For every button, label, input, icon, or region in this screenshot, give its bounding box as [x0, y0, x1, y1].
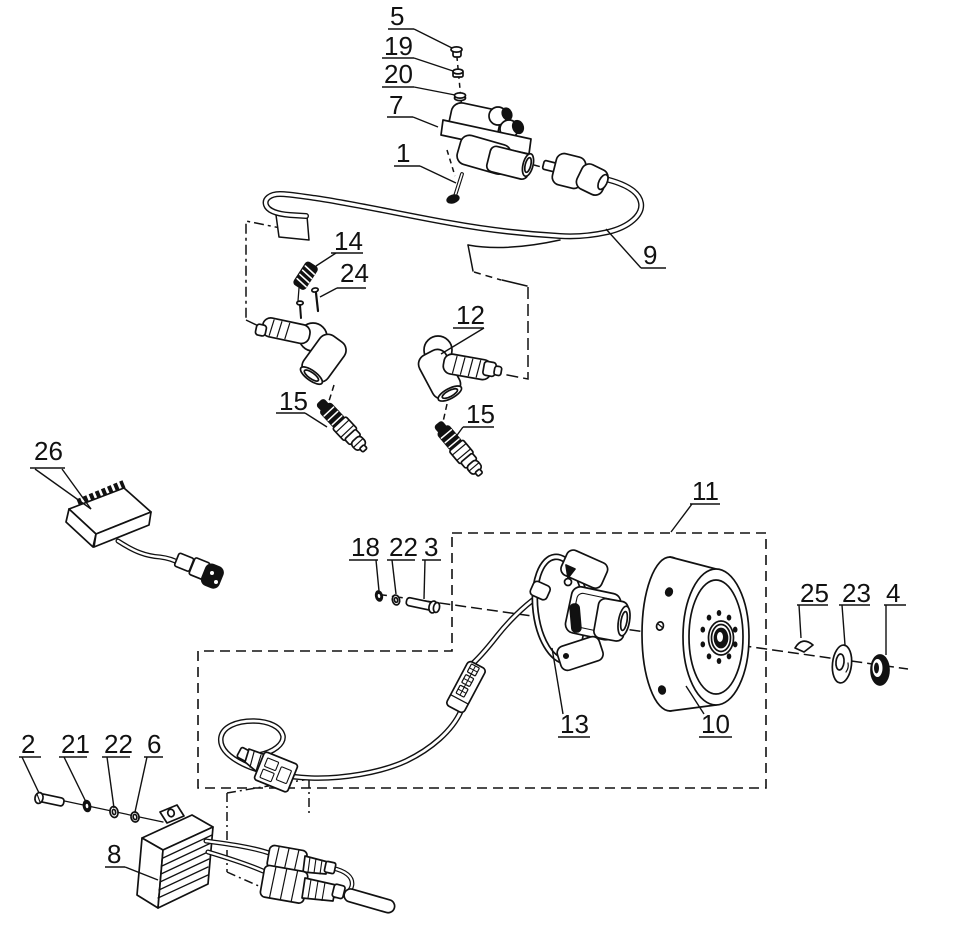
label-leader-line	[21, 756, 40, 794]
label-leader-line	[419, 165, 457, 184]
label-leader-line	[391, 559, 397, 595]
label-leader-line	[413, 86, 456, 96]
part-screw-1	[446, 172, 464, 204]
part-connector-upper	[266, 844, 337, 875]
part-number-label: 15	[466, 399, 495, 429]
part-pin	[295, 300, 305, 319]
part-stator-13	[529, 549, 631, 672]
part-flywheel-10	[641, 556, 750, 712]
part-cdi-unit-26	[65, 480, 224, 589]
label-leader-line	[106, 756, 115, 809]
part-number-label: 11	[692, 476, 719, 506]
label-leader-line	[319, 287, 338, 298]
label-leader-line	[61, 468, 92, 510]
part-spring-14	[293, 261, 318, 302]
part-bolt-2	[34, 791, 65, 807]
part-number-label: 4	[886, 578, 900, 608]
label-leader-line	[841, 604, 846, 646]
harness-section-flag-right	[467, 244, 528, 287]
part-number-label: 13	[560, 709, 589, 739]
part-nut-4	[870, 654, 890, 686]
label-leader-line	[423, 559, 426, 600]
part-bolt-3	[405, 596, 441, 614]
label-leader-line	[685, 685, 705, 715]
part-number-label: 24	[340, 258, 369, 288]
part-key-25	[794, 640, 814, 653]
ignition-lead-wire	[262, 175, 645, 287]
part-washer-23	[831, 644, 853, 684]
label-leader-line	[412, 116, 439, 128]
part-number-label: 6	[147, 729, 161, 759]
part-washer-18	[374, 590, 384, 602]
label-leader-line	[315, 252, 337, 267]
part-screw-24	[310, 287, 320, 313]
part-harness-connector-block	[445, 660, 487, 714]
part-number-label: 25	[800, 578, 829, 608]
part-washer-21	[82, 799, 92, 813]
part-spark-plug-right-15	[434, 421, 483, 477]
part-number-label: 22	[104, 729, 133, 759]
label-leader-line	[798, 604, 802, 639]
stator-harness-wire	[218, 594, 540, 781]
part-number-label: 1	[396, 138, 410, 168]
label-leader-line	[63, 756, 87, 803]
part-nut-22	[391, 594, 401, 606]
label-leader-line	[34, 468, 92, 510]
parts	[34, 46, 890, 914]
part-number-label: 18	[351, 532, 380, 562]
label-leader-line	[124, 866, 159, 881]
part-number-label: 8	[107, 839, 121, 869]
part-number-label: 3	[424, 532, 438, 562]
part-number-label: 15	[279, 386, 308, 416]
part-number-label: 7	[389, 90, 403, 120]
label-leader-line	[413, 28, 453, 49]
part-number-label: 20	[384, 59, 413, 89]
part-connector-lower	[259, 864, 396, 914]
part-nut-19	[452, 68, 464, 78]
part-number-label: 10	[701, 709, 730, 739]
label-leader-line	[304, 412, 328, 428]
part-nut-6	[130, 811, 140, 823]
label-leader-line	[413, 57, 454, 72]
label-leader-line	[670, 503, 693, 533]
label-leader-line	[454, 426, 464, 439]
label-leader-line	[134, 756, 148, 813]
part-number-label: 22	[389, 532, 418, 562]
part-ignition-coil-7	[440, 102, 535, 181]
part-spark-plug-cap-left	[254, 317, 347, 386]
part-number-label: 9	[643, 240, 657, 270]
part-number-label: 26	[34, 436, 63, 466]
part-number-label: 21	[61, 729, 90, 759]
part-washer-20	[453, 92, 467, 102]
part-spark-plug-cap-right-12	[417, 335, 503, 402]
label-leader-line	[605, 228, 642, 269]
part-number-label: 23	[842, 578, 871, 608]
label-leader-line	[440, 327, 485, 355]
part-harness-end-connector	[236, 746, 299, 793]
part-number-label: 19	[384, 31, 413, 61]
part-spark-plug-left-15	[316, 399, 368, 453]
part-number-label: 2	[21, 729, 35, 759]
part-number-label: 12	[456, 300, 485, 330]
label-leader-line	[375, 559, 380, 592]
part-washer-22b	[109, 805, 119, 819]
part-number-label: 5	[390, 1, 404, 31]
part-screw-5	[450, 46, 463, 58]
part-rectifier-8	[136, 804, 214, 909]
part-coil-lead-connector	[541, 152, 609, 196]
part-number-label: 14	[334, 226, 363, 256]
label-leader-line	[551, 647, 564, 715]
